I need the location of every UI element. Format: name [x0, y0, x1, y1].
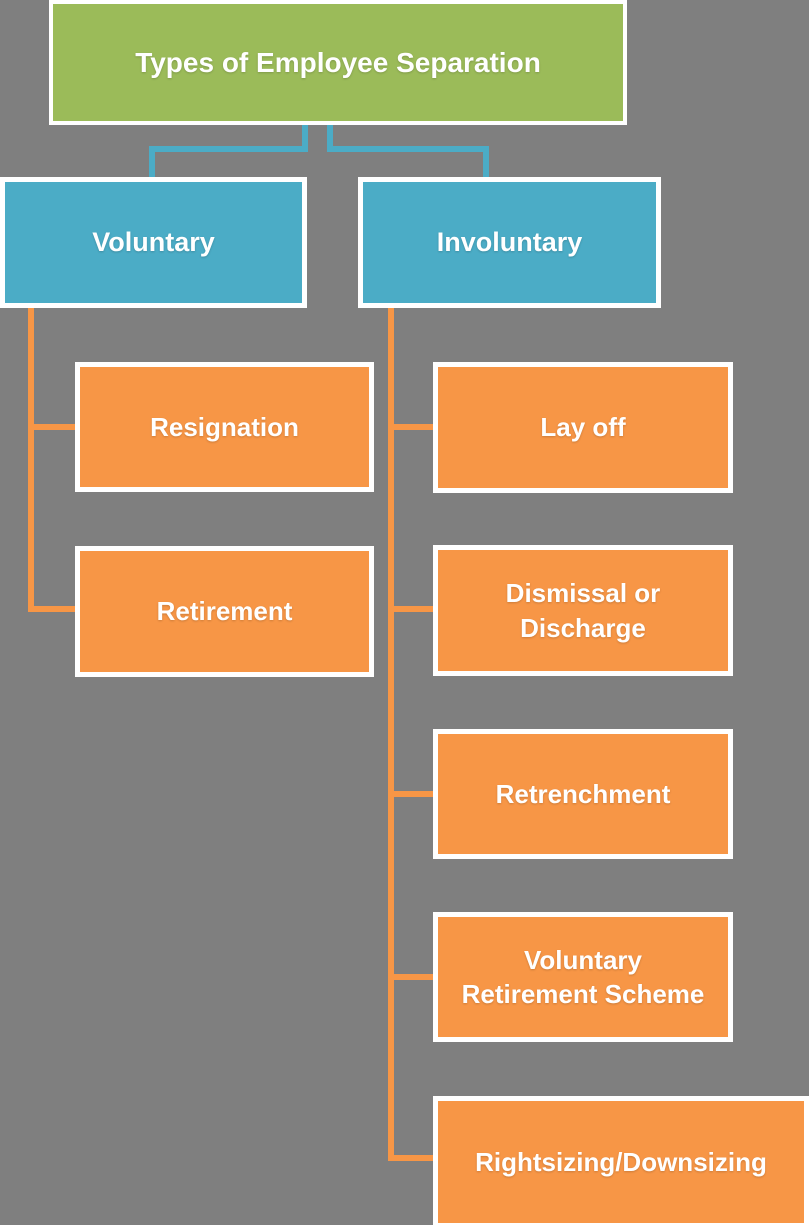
connector-root-to-voluntary-horizontal [149, 146, 308, 152]
connector-root-to-involuntary-horizontal [327, 146, 489, 152]
connector-involuntary-to-retrenchment [388, 791, 433, 797]
retrenchment-node-label: Retrenchment [495, 778, 671, 809]
connector-involuntary-to-vrs [388, 974, 433, 980]
node-types-of-employee-separation: Types of Employee Separation [49, 0, 627, 125]
connector-involuntary-spine [388, 308, 394, 1161]
connector-root-to-involuntary-drop [483, 146, 489, 177]
connector-involuntary-to-lay-off [388, 424, 433, 430]
voluntary-retirement-scheme-node-label: Voluntary Retirement Scheme [461, 944, 705, 1009]
root-node-label: Types of Employee Separation [135, 46, 541, 78]
node-retirement: Retirement [75, 546, 374, 677]
connector-involuntary-to-rightsizing [388, 1155, 433, 1161]
connector-root-to-involuntary-stem [327, 125, 333, 152]
node-retrenchment: Retrenchment [433, 729, 733, 859]
involuntary-node-label: Involuntary [436, 227, 583, 257]
node-rightsizing-downsizing: Rightsizing/Downsizing [433, 1096, 809, 1228]
connector-voluntary-spine [28, 308, 34, 612]
node-resignation: Resignation [75, 362, 374, 492]
node-involuntary: Involuntary [358, 177, 661, 308]
node-lay-off: Lay off [433, 362, 733, 493]
connector-root-to-voluntary-drop [149, 146, 155, 177]
node-voluntary: Voluntary [0, 177, 307, 308]
retirement-node-label: Retirement [156, 596, 293, 627]
node-dismissal-or-discharge: Dismissal or Discharge [433, 545, 733, 676]
dismissal-or-discharge-node-label: Dismissal or Discharge [505, 578, 661, 643]
rightsizing-downsizing-node-label: Rightsizing/Downsizing [475, 1146, 767, 1177]
connector-involuntary-to-dismissal [388, 606, 433, 612]
connector-voluntary-to-resignation [28, 424, 75, 430]
voluntary-node-label: Voluntary [92, 227, 215, 257]
connector-voluntary-to-retirement [28, 606, 75, 612]
lay-off-node-label: Lay off [540, 412, 626, 443]
connector-root-to-voluntary-stem [302, 125, 308, 152]
resignation-node-label: Resignation [150, 411, 299, 442]
slide-bottom-edge [0, 1225, 809, 1228]
node-voluntary-retirement-scheme: Voluntary Retirement Scheme [433, 912, 733, 1042]
